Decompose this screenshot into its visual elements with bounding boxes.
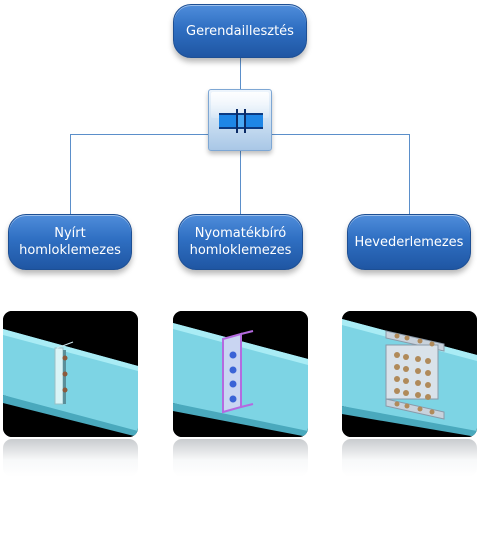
beam-joint-icon xyxy=(219,109,263,133)
child-node-moment-end-plate[interactable]: Nyomatékbíró homloklemezes xyxy=(178,214,303,270)
child-node-shear-end-plate[interactable]: Nyírt homloklemezes xyxy=(8,214,132,270)
splice-plate-connection-image xyxy=(342,311,477,437)
child-node-splice-plate[interactable]: Hevederlemezes xyxy=(347,214,471,270)
hub-node[interactable] xyxy=(208,89,272,151)
child-node-label: Nyírt homloklemezes xyxy=(19,226,121,258)
child-node-label: Nyomatékbíró homloklemezes xyxy=(189,226,292,258)
root-node[interactable]: Gerendaillesztés xyxy=(173,4,307,58)
connector-child-3 xyxy=(409,134,410,214)
image-reflection xyxy=(342,439,477,477)
connector-root-hub xyxy=(240,58,241,89)
root-node-label: Gerendaillesztés xyxy=(186,23,294,39)
image-reflection xyxy=(173,439,308,477)
shear-end-plate-connection-image xyxy=(3,311,138,437)
moment-end-plate-connection-image xyxy=(173,311,308,437)
image-reflection xyxy=(3,439,138,477)
connector-child-2 xyxy=(240,151,241,214)
child-node-label: Hevederlemezes xyxy=(354,234,464,250)
connector-child-1 xyxy=(70,134,71,214)
